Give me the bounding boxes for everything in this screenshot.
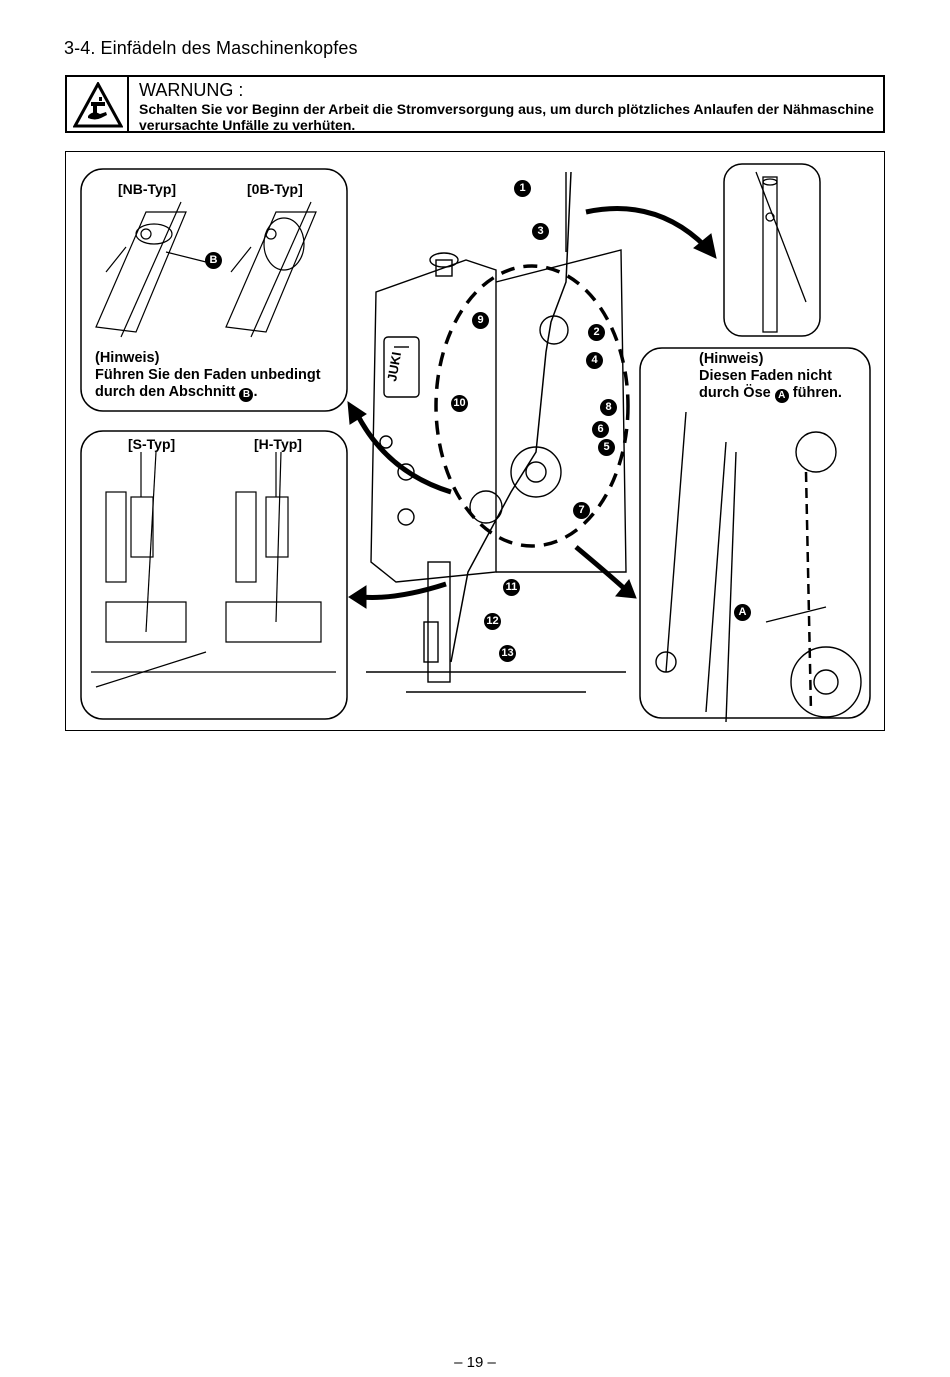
note-left-line2: durch den Abschnitt B.: [95, 384, 321, 402]
hand-crush-warning-icon: [73, 82, 123, 128]
needle-bar-sketch: [755, 171, 807, 333]
nb-type-label: [NB-Typ]: [118, 181, 177, 197]
tension-detail-panel: [639, 347, 871, 719]
threading-illustration: JUKI: [80, 163, 871, 723]
step-number-8: 8: [600, 399, 617, 416]
thread-line: [450, 171, 572, 663]
step-number-10: 10: [451, 395, 468, 412]
h-type-presser-sketch: [216, 451, 336, 673]
warning-icon-cell: [67, 77, 129, 133]
note-right: (Hinweis) Diesen Faden nicht durch Öse A…: [699, 351, 842, 403]
step-number-7: 7: [573, 502, 590, 519]
step-number-12: 12: [484, 613, 501, 630]
note-left: (Hinweis) Führen Sie den Faden unbedingt…: [95, 350, 321, 402]
needle-bar-detail-panel: [723, 163, 821, 337]
ob-type-label: [0B-Typ]: [247, 181, 303, 197]
step-number-5: 5: [598, 439, 615, 456]
note-right-line2-end: führen.: [792, 385, 842, 401]
section-title: 3-4. Einfädeln des Maschinenkopfes: [64, 38, 358, 58]
warning-heading: WARNUNG :: [139, 80, 244, 100]
note-left-line2-text: durch den Abschnitt: [95, 384, 236, 400]
tension-detail-sketch: [655, 411, 862, 723]
ob-guide-sketch: [225, 201, 317, 338]
step-number-1: 1: [514, 180, 531, 197]
machine-head-sketch: [366, 172, 627, 693]
note-right-line2: durch Öse A führen.: [699, 385, 842, 403]
note-right-title: (Hinweis): [699, 351, 764, 367]
marker-b-inline: B: [239, 388, 254, 402]
s-h-detail-panel: [80, 430, 348, 720]
step-number-13: 13: [499, 645, 516, 662]
step-number-2: 2: [588, 324, 605, 341]
threading-figure: JUKI: [65, 151, 885, 731]
step-number-4: 4: [586, 352, 603, 369]
arrows: [347, 206, 717, 609]
marker-b: B: [205, 252, 222, 269]
note-left-line2-end: .: [253, 384, 258, 400]
nb-guide-sketch: [95, 201, 207, 338]
warning-text: Schalten Sie vor Beginn der Arbeit die S…: [139, 101, 874, 133]
marker-a: A: [734, 604, 751, 621]
step-number-6: 6: [592, 421, 609, 438]
h-type-label: [H-Typ]: [254, 436, 302, 452]
note-right-line1: Diesen Faden nicht: [699, 368, 832, 384]
page-number: – 19 –: [454, 1354, 496, 1371]
note-left-line1: Führen Sie den Faden unbedingt: [95, 367, 321, 383]
step-number-9: 9: [472, 312, 489, 329]
step-number-11: 11: [503, 579, 520, 596]
s-type-label: [S-Typ]: [128, 436, 176, 452]
juki-logo: JUKI: [384, 351, 404, 383]
note-left-title: (Hinweis): [95, 350, 160, 366]
marker-a-inline: A: [774, 389, 789, 403]
thread-path-highlight: [434, 264, 630, 548]
warning-box: WARNUNG : Schalten Sie vor Beginn der Ar…: [65, 75, 885, 133]
step-number-3: 3: [532, 223, 549, 240]
s-type-presser-sketch: [91, 451, 216, 688]
note-right-line2-text: durch Öse: [699, 385, 771, 401]
